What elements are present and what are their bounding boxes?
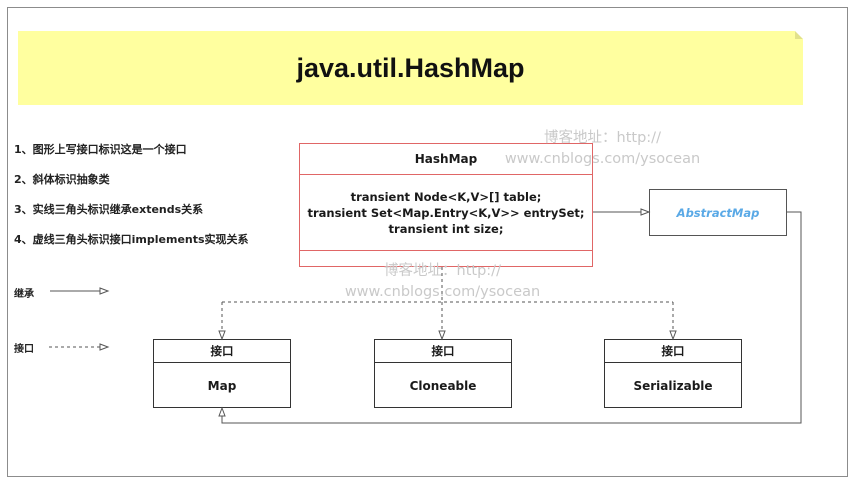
legend-inherit-label: 继承 [14, 289, 34, 300]
watermark-line: www.cnblogs.com/ysocean [344, 284, 541, 300]
title-note: java.util.HashMap [18, 31, 803, 105]
interface-cloneable: 接口 Cloneable [374, 339, 512, 408]
hashmap-field: transient Node<K,V>[] table; [350, 189, 542, 204]
watermark-line: www.cnblogs.com/ysocean [504, 151, 701, 167]
note-fold-corner [795, 31, 803, 39]
interface-map: 接口 Map [153, 339, 291, 408]
implements-cloneable-arrowhead [438, 330, 446, 341]
abstractmap-class: AbstractMap [649, 189, 787, 236]
interface-serializable: 接口 Serializable [604, 339, 742, 408]
hashmap-fields: transient Node<K,V>[] table; transient S… [300, 175, 592, 251]
legend-solid-arrowhead [99, 287, 110, 295]
map-arrowhead [218, 406, 226, 417]
interface-name: Serializable [633, 378, 713, 393]
interface-name: Map [207, 378, 237, 393]
watermark-line: 博客地址：http:// [544, 130, 661, 146]
interface-stereotype: 接口 [375, 340, 511, 363]
legend-item-abstract: 2、斜体标识抽象类 [14, 173, 110, 186]
implements-serializable-arrowhead [669, 330, 677, 341]
watermark-top: 博客地址：http:// www.cnblogs.com/ysocean [500, 128, 705, 170]
interface-name: Cloneable [409, 378, 477, 393]
legend-interface-label: 接口 [14, 344, 34, 355]
watermark-line: 博客地址：http:// [384, 263, 501, 279]
legend-item-implements: 4、虚线三角头标识接口implements实现关系 [14, 233, 249, 246]
diagram-title: java.util.HashMap [296, 52, 525, 83]
abstractmap-map-line [221, 211, 802, 424]
hashmap-field: transient Set<Map.Entry<K,V>> entrySet; [307, 205, 585, 220]
legend-item-extends: 3、实线三角头标识继承extends关系 [14, 203, 204, 216]
legend-item-interface: 1、图形上写接口标识这是一个接口 [14, 143, 187, 156]
hashmap-class-name: HashMap [300, 144, 592, 175]
interface-stereotype: 接口 [605, 340, 741, 363]
interface-stereotype: 接口 [154, 340, 290, 363]
watermark-middle: 博客地址：http:// www.cnblogs.com/ysocean [340, 261, 545, 303]
extends-arrowhead [640, 208, 651, 216]
legend-dashed-arrowhead [99, 343, 110, 351]
hashmap-field: transient int size; [388, 221, 504, 236]
diagram-frame [7, 7, 848, 477]
hashmap-class: HashMap transient Node<K,V>[] table; tra… [299, 143, 593, 267]
implements-map-arrowhead [218, 330, 226, 341]
